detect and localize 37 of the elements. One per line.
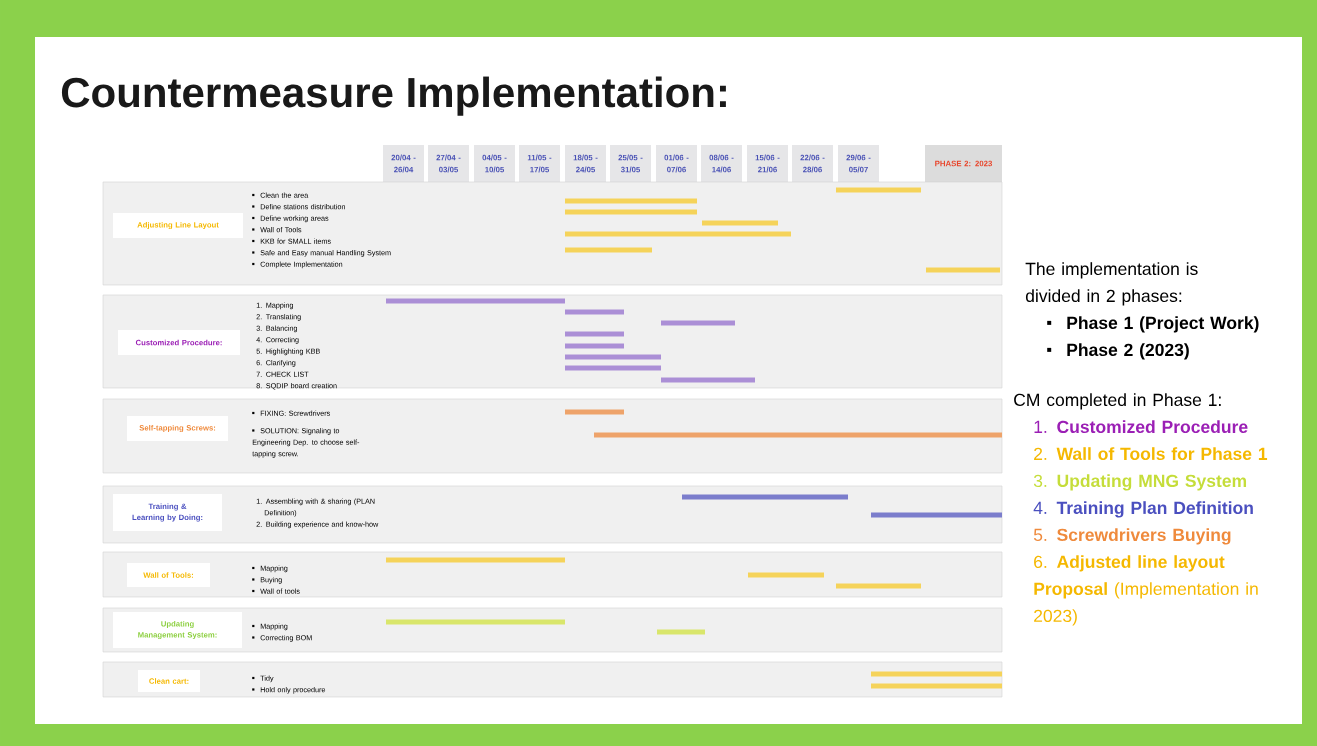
list-item: 1. Customized Procedure [1034, 420, 1248, 434]
bullet-item: Phase 1 (Project Work) [1047, 316, 1259, 333]
gantt-bar [661, 320, 735, 326]
list-item: 6. Adjusted line layout Proposal (Implementation in 2023) [1034, 555, 1258, 626]
gantt-bar [657, 629, 705, 635]
gantt-bar [565, 354, 661, 360]
bullet-item: Phase 2 (2023) [1047, 343, 1189, 360]
gantt-bar [386, 619, 565, 625]
gantt-bar [594, 432, 1002, 438]
gantt-bar [836, 583, 921, 589]
gantt-bar [926, 267, 1000, 273]
gantt-bar [565, 198, 697, 204]
gantt-bar [748, 572, 824, 578]
title: Countermeasure Implementation: [61, 76, 726, 116]
list-item: 2. Wall of Tools for Phase 1 [1034, 447, 1268, 461]
gantt-bar [386, 298, 565, 304]
gantt-bar [565, 247, 652, 253]
note-text: CM completed in Phase 1: [1014, 393, 1221, 410]
gantt-bar [565, 209, 697, 215]
gantt-bar [565, 343, 624, 349]
gantt-bar [682, 494, 848, 500]
gantt-bar [871, 671, 1002, 677]
gantt-bar [836, 187, 921, 193]
gantt-bar [871, 512, 1002, 518]
gantt-bar [565, 331, 624, 337]
list-item: 3. Updating MNG System [1033, 474, 1246, 491]
gantt-bar [702, 220, 778, 226]
gantt-bar [565, 309, 624, 315]
gantt-bar [565, 409, 624, 415]
gantt-bar [565, 231, 791, 237]
gantt-bar [661, 377, 755, 383]
note-text: The implementation is divided in 2 phases: [1025, 262, 1198, 306]
gantt-bar [565, 365, 661, 371]
list-item: 4. Training Plan Definition [1033, 501, 1253, 518]
gantt-bar [386, 557, 565, 563]
gantt-bar [871, 683, 1002, 689]
list-item: 5. Screwdrivers Buying [1033, 528, 1231, 545]
